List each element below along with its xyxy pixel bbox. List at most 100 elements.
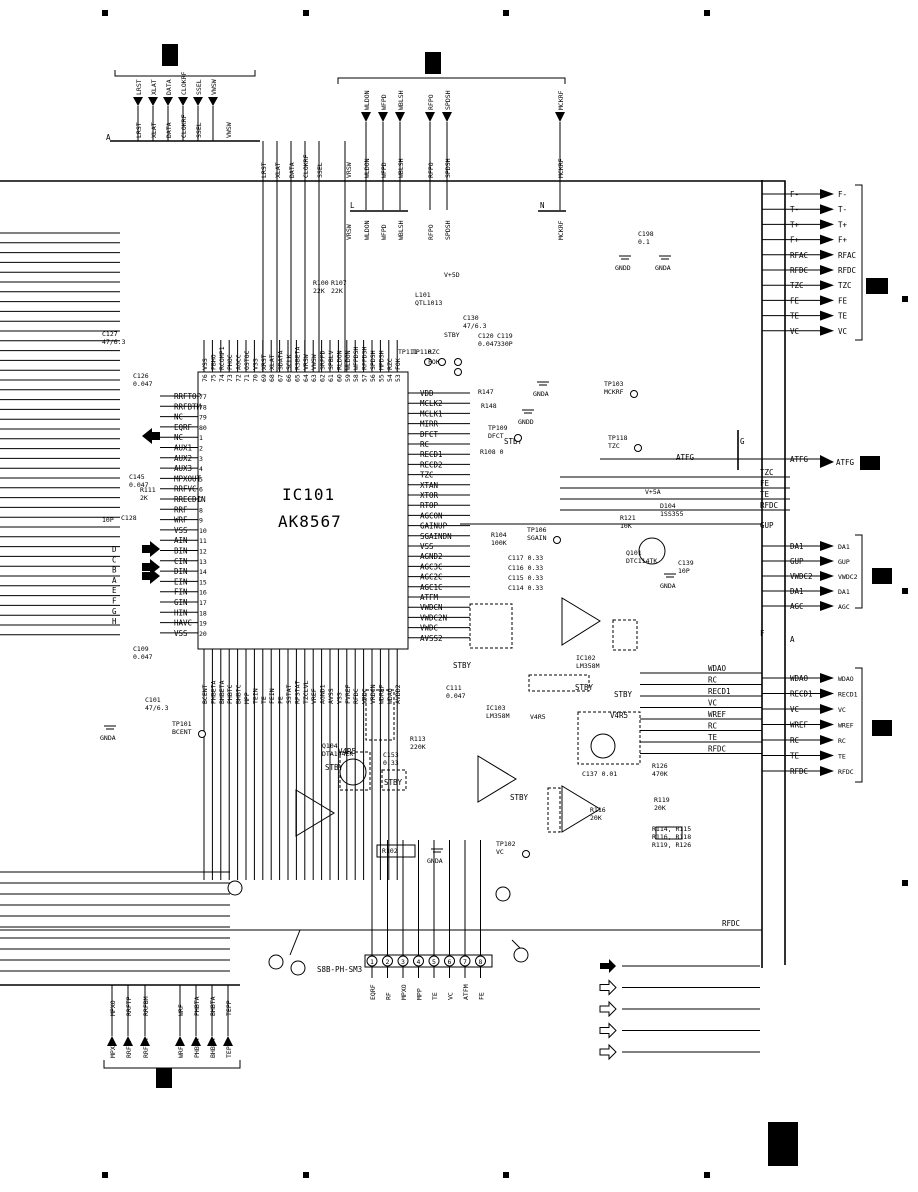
bus-lower-label: WFPD xyxy=(380,162,388,178)
ic-pin-num: 20 xyxy=(199,630,207,638)
connector-arrow-icon xyxy=(820,541,834,551)
bus-lower-label: MCKRF xyxy=(557,158,565,178)
component-c119-line: C119 xyxy=(497,332,513,340)
test-point-label-line: TP102 xyxy=(496,840,516,848)
inner-signal-label: WDAO xyxy=(708,664,727,673)
test-point-icon xyxy=(424,358,432,366)
inner-signal-label: GUP xyxy=(760,521,774,530)
ic-pin-label: VRDC xyxy=(361,688,369,704)
bus-arrow-icon xyxy=(395,112,405,122)
inner-signal-label: RC xyxy=(708,722,717,731)
connector-arrow-icon xyxy=(820,571,834,581)
component-c137: C137 0.01 xyxy=(582,770,617,778)
ic-pin-num: 56 xyxy=(369,374,377,382)
ic-pin-label: WDAO xyxy=(386,688,394,704)
inner-signal-label: RC xyxy=(708,676,717,685)
component-c128: C128 xyxy=(121,514,137,522)
connector-arrow-icon xyxy=(820,673,834,683)
component-res_note-line: R116, R118 xyxy=(652,833,691,841)
channel-letter: F xyxy=(112,597,117,606)
component-r119-line: R119 xyxy=(654,796,670,804)
ic-pin-num: 1 xyxy=(199,434,203,442)
test-point-label: TP110 xyxy=(412,348,432,356)
ic-pin-label: XLAT xyxy=(268,354,276,370)
ic-pin-label: RPSTAT xyxy=(293,680,301,704)
inner-signal-label: FE xyxy=(760,479,770,488)
connector-label: RECD1 xyxy=(838,691,858,699)
connector-label: DA1 xyxy=(838,543,850,551)
ic-pin-num: 13 xyxy=(199,558,207,566)
channel-letter: G xyxy=(112,607,117,616)
component-c116-line: C116 0.33 xyxy=(508,564,543,572)
ic-pin-num: 61 xyxy=(327,374,335,382)
ic-pin-label: PHOC xyxy=(226,354,234,370)
ic-pin-label: WLDON xyxy=(344,350,352,370)
bus-label-lower: CLOKRF xyxy=(180,114,188,138)
test-point-icon xyxy=(198,730,206,738)
test-point-label-line: TP111 xyxy=(398,348,418,356)
component-c137-line: C137 0.01 xyxy=(582,770,617,778)
ic-pin-label: PHBETA xyxy=(209,680,217,704)
bus-label-upper: PHBTA xyxy=(193,996,201,1016)
ic-pin-num: 5 xyxy=(199,475,203,483)
ic-pin-num: 73 xyxy=(226,374,234,382)
bus-label-lower: VWSW xyxy=(225,122,233,138)
ic-pin-label: BCENT xyxy=(201,684,209,704)
component-v5a: V+5A xyxy=(645,488,661,496)
pin-signal: FE xyxy=(478,992,486,1000)
ground-label: GNDD xyxy=(615,264,631,272)
right-connector-top: F-F-T-T-T+T+F+F+RFACRFACRFDCRFDCTZCTZCFE… xyxy=(762,184,863,341)
bus-label-upper: MPXO xyxy=(109,1000,117,1016)
connector-arrow-icon xyxy=(820,719,834,730)
connector-arrow-icon xyxy=(820,735,834,745)
bus-label-lower: LRST xyxy=(135,122,143,138)
ic-pin-num: 53 xyxy=(394,374,402,382)
inner-signal-label: TE xyxy=(708,733,718,742)
bus-label: CLOKRF xyxy=(180,71,188,95)
connector-label: TZC xyxy=(838,281,852,290)
bus-arrow-icon xyxy=(555,112,565,122)
inner-signal-label: RFDC xyxy=(722,919,740,928)
bus-arrow-icon xyxy=(442,112,452,122)
component-c128-line: C128 xyxy=(121,514,137,522)
component-r108: R108 0 xyxy=(480,448,504,456)
component-v4r5-c: V4R5 xyxy=(338,747,356,756)
channel-letter: E xyxy=(112,586,117,595)
ic-pin-num: 64 xyxy=(302,374,310,382)
ic-pin-num: 3 xyxy=(199,455,203,463)
test-point-label-line: TP103 xyxy=(604,380,624,388)
ic-pin-num: 70 xyxy=(251,374,259,382)
ic-pin-label: TE xyxy=(260,696,268,704)
test-point-label: FOK xyxy=(428,358,440,366)
component-c153-line: C153 xyxy=(383,751,399,759)
component-c120-line: 0.047 xyxy=(478,340,498,348)
top-left-bus: A LRSTLRSTXLATXLATDATADATACLOKRFCLOKRFSS… xyxy=(106,70,260,142)
component-c109-line: C109 xyxy=(133,645,149,653)
component-r148-line: R148 xyxy=(481,402,497,410)
test-point-label-line: SGAIN xyxy=(527,534,547,542)
ic-pin-num: 14 xyxy=(199,568,207,576)
bus-label: BHBTA xyxy=(209,1038,217,1058)
connector-arrow-icon xyxy=(820,295,834,306)
bus-label: PHBTA xyxy=(193,1038,201,1058)
connector-label: T- xyxy=(838,205,847,214)
ic-pin-label: AGND1 xyxy=(319,684,327,704)
ground-icon xyxy=(522,409,534,414)
component-l101-line: QTL1013 xyxy=(415,299,442,307)
bus-label: RRFTP xyxy=(125,1038,133,1058)
ic-pin-num: 78 xyxy=(199,403,207,411)
component-c114: C114 0.33 xyxy=(508,584,543,592)
pin-number: 5 xyxy=(432,958,436,966)
ground-icon xyxy=(664,573,676,578)
bus-arrow-icon xyxy=(361,112,371,122)
